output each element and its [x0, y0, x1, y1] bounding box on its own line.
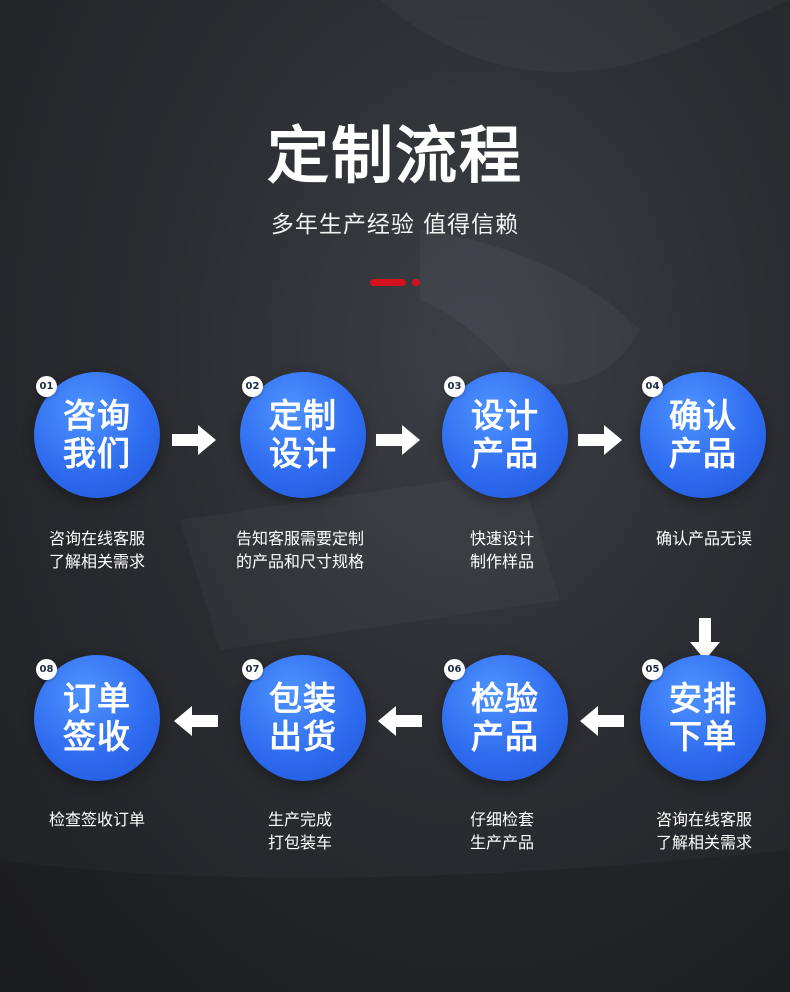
arrow-down-icon [690, 618, 720, 660]
arrow-left-icon [174, 706, 218, 736]
step-2: 定制设计 02 [240, 372, 366, 498]
step-3: 设计产品 03 [442, 372, 568, 498]
step-number-badge: 05 [642, 659, 663, 680]
step-circle: 安排下单 [640, 655, 766, 781]
step-number-badge: 03 [444, 376, 465, 397]
arrow-right-icon [172, 425, 216, 455]
page-title: 定制流程 [266, 119, 523, 192]
arrow-left-icon [580, 706, 624, 736]
step-description: 咨询在线客服了解相关需求 [655, 810, 752, 852]
step-circle: 包装出货 [240, 655, 366, 781]
step-circle: 设计产品 [442, 372, 568, 498]
step-label: 检验产品 [471, 679, 539, 756]
arrow-left-icon [378, 706, 422, 736]
step-label: 确认产品 [669, 396, 737, 473]
step-number-badge: 07 [242, 659, 263, 680]
step-8: 订单签收 08 [34, 655, 160, 781]
step-description: 快速设计制作样品 [469, 529, 534, 571]
step-7: 包装出货 07 [240, 655, 366, 781]
step-label: 订单签收 [63, 679, 131, 756]
step-circle: 订单签收 [34, 655, 160, 781]
step-number-badge: 06 [444, 659, 465, 680]
step-label: 安排下单 [669, 679, 737, 756]
page-subtitle: 多年生产经验 值得信赖 [270, 212, 520, 238]
step-description: 生产完成打包装车 [267, 810, 332, 852]
step-number-badge: 04 [642, 376, 663, 397]
step-circle: 定制设计 [240, 372, 366, 498]
step-6: 检验产品 06 [442, 655, 568, 781]
step-circle: 咨询我们 [34, 372, 160, 498]
arrow-right-icon [578, 425, 622, 455]
step-description: 告知客服需要定制的产品和尺寸规格 [235, 529, 364, 571]
step-label: 设计产品 [471, 396, 539, 473]
step-label: 咨询我们 [63, 396, 131, 473]
step-description: 咨询在线客服了解相关需求 [48, 529, 145, 571]
step-number-badge: 08 [36, 659, 57, 680]
step-5: 安排下单 05 [640, 655, 766, 781]
step-description: 检查签收订单 [48, 810, 145, 829]
step-1: 咨询我们 01 [34, 372, 160, 498]
step-number-badge: 01 [36, 376, 57, 397]
step-4: 确认产品 04 [640, 372, 766, 498]
step-number-badge: 02 [242, 376, 263, 397]
step-description: 确认产品无误 [655, 529, 752, 548]
arrow-right-icon [376, 425, 420, 455]
step-label: 定制设计 [269, 396, 337, 473]
step-circle: 检验产品 [442, 655, 568, 781]
step-label: 包装出货 [269, 679, 337, 756]
step-circle: 确认产品 [640, 372, 766, 498]
step-description: 仔细检套生产产品 [469, 810, 534, 852]
